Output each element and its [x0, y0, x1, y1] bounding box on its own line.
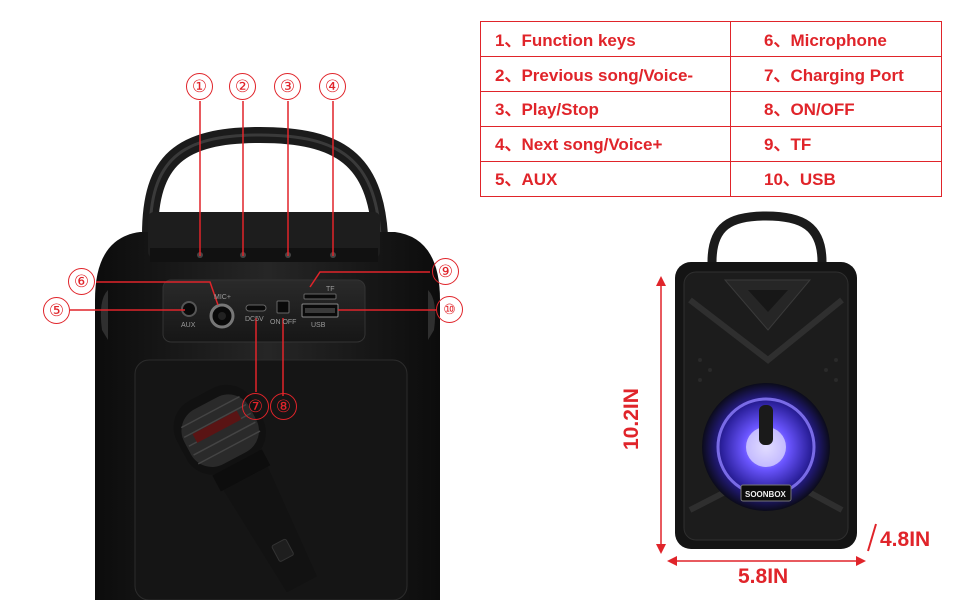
depth-arrow [867, 523, 877, 552]
legend-column-divider [730, 22, 731, 196]
callout-8: ⑧ [270, 393, 297, 420]
feature-legend-table: 1、Function keys 6、Microphone 2、Previous … [480, 21, 942, 197]
legend-row-divider [481, 91, 941, 92]
legend-item-tf: 9、TF [764, 135, 812, 154]
usb-label: USB [311, 322, 326, 329]
callout-1: ① [186, 73, 213, 100]
legend-row: 3、Play/Stop 8、ON/OFF [481, 91, 941, 126]
legend-row-divider [481, 126, 941, 127]
depth-dimension-label: 4.8IN [880, 528, 931, 551]
callout-9: ⑨ [432, 258, 459, 285]
mic-label: MIC+ [214, 294, 231, 301]
legend-row-divider [481, 161, 941, 162]
onoff-label: ON OFF [270, 319, 296, 326]
legend-item-charging-port: 7、Charging Port [764, 66, 904, 85]
brand-text: SOONBOX [745, 490, 787, 499]
brand-badge [740, 484, 792, 502]
dc-label: DC5V [245, 316, 264, 323]
callout-2: ② [229, 73, 256, 100]
callout-10: ⑩ [436, 296, 463, 323]
legend-row: 4、Next song/Voice+ 9、TF [481, 126, 941, 161]
tf-label: TF [326, 286, 335, 293]
legend-row: 5、AUX 10、USB [481, 161, 941, 196]
legend-row: 1、Function keys 6、Microphone [481, 22, 941, 57]
legend-item-function-keys: 1、Function keys [495, 31, 636, 50]
height-arrow [656, 276, 666, 554]
legend-item-play-stop: 3、Play/Stop [495, 100, 599, 119]
callout-6: ⑥ [68, 268, 95, 295]
legend-item-usb: 10、USB [764, 170, 836, 189]
width-dimension-label: 5.8IN [738, 565, 789, 588]
legend-item-previous-song: 2、Previous song/Voice- [495, 66, 694, 85]
legend-item-on-off: 8、ON/OFF [764, 100, 855, 119]
power-switch [276, 300, 290, 314]
front-handle [707, 211, 827, 267]
width-arrow [667, 556, 866, 566]
callout-7: ⑦ [242, 393, 269, 420]
charging-port [245, 304, 267, 312]
legend-item-microphone: 6、Microphone [764, 31, 887, 50]
callout-3: ③ [274, 73, 301, 100]
height-dimension-label: 10.2IN [620, 388, 643, 450]
tf-slot [303, 293, 337, 300]
aux-label: AUX [181, 322, 196, 329]
callout-5: ⑤ [43, 297, 70, 324]
legend-item-next-song: 4、Next song/Voice+ [495, 135, 663, 154]
aux-jack [181, 301, 197, 317]
legend-row: 2、Previous song/Voice- 7、Charging Port [481, 57, 941, 92]
legend-row-divider [481, 56, 941, 57]
callout-4: ④ [319, 73, 346, 100]
legend-item-aux: 5、AUX [495, 170, 558, 189]
